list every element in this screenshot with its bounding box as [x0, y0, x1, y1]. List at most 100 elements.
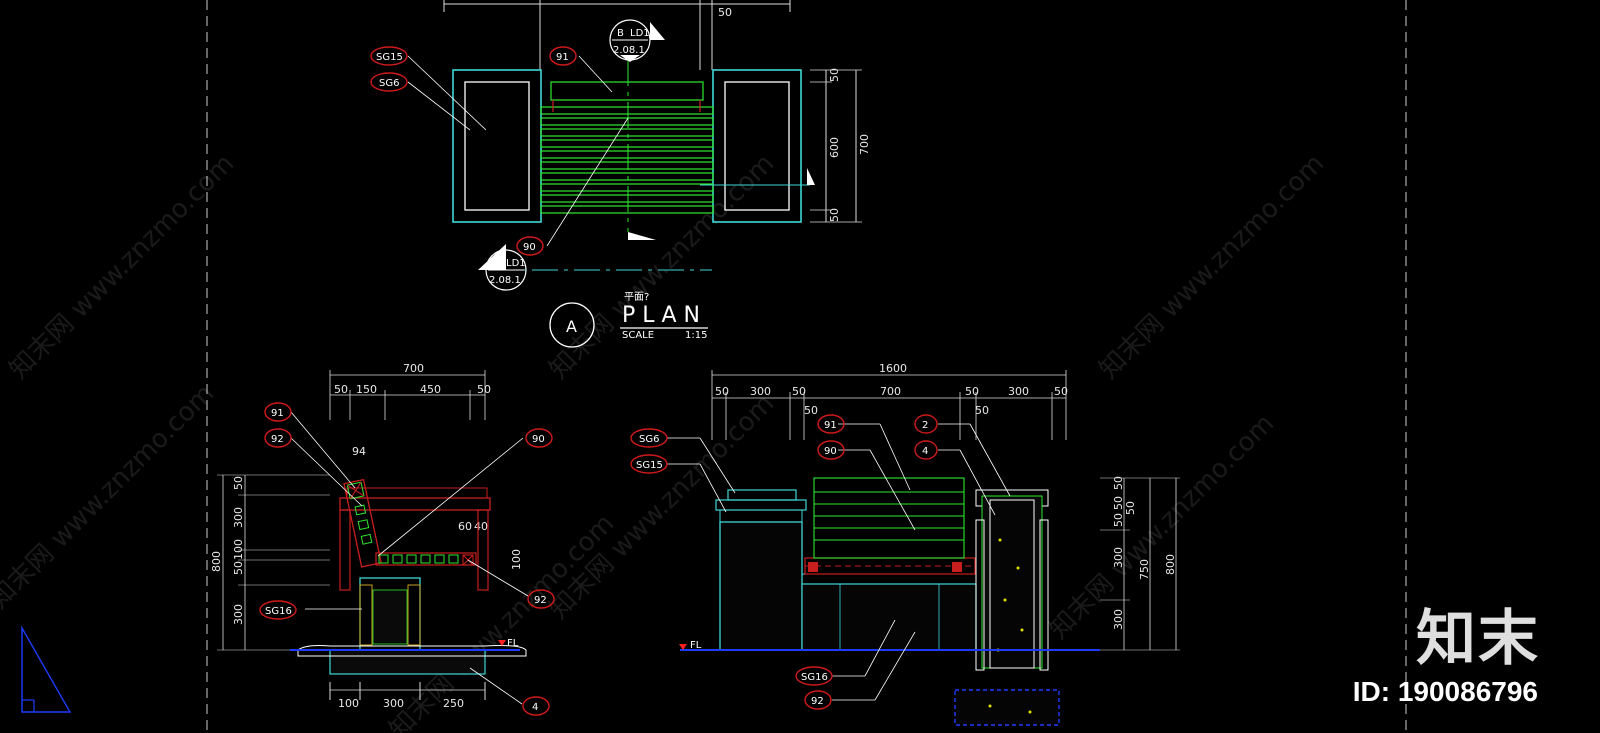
plan-detail-letter: A [566, 317, 577, 336]
svg-text:92: 92 [811, 696, 824, 707]
svg-text:SG16: SG16 [801, 672, 828, 683]
plan-view: 50 [370, 0, 871, 348]
front-tag-sg6: SG6 [630, 428, 668, 448]
front-tag-4: 4 [914, 440, 938, 460]
side-floor-label: FL [507, 638, 519, 649]
plan-bench-slats [540, 81, 714, 214]
svg-text:4: 4 [922, 446, 928, 457]
plan-tag-sg6: SG6 [370, 72, 408, 92]
side-tag-92a: 92 [264, 428, 292, 448]
side-dim-bottom-250: 250 [443, 697, 464, 710]
front-floor-label: FL [690, 640, 702, 651]
front-dim-50a: 50 [715, 385, 729, 398]
front-dim-right-800: 800 [1164, 554, 1177, 575]
svg-text:SG6: SG6 [379, 78, 399, 89]
side-dim-bottom-300: 300 [383, 697, 404, 710]
svg-text:91: 91 [271, 408, 284, 419]
front-dim-300b: 300 [1008, 385, 1029, 398]
front-dim-right-50c: 50 [1112, 513, 1125, 527]
plan-scale-value: 1:15 [685, 330, 707, 341]
svg-text:90: 90 [523, 242, 536, 253]
side-section-view: 700 50 150 450 50 94 60 40 100 50 300 50… [210, 362, 555, 716]
front-dim-50e: 50 [975, 404, 989, 417]
plan-section-marker-c: C LD1 2.08.1 [478, 244, 527, 291]
side-dim-left-300a: 300 [232, 507, 245, 528]
side-tag-90: 90 [525, 428, 553, 448]
svg-text:SG15: SG15 [636, 460, 663, 471]
plan-section-b-sheet: LD1 [630, 28, 650, 39]
front-dim-right-50d: 50 [1124, 501, 1137, 515]
side-dim-50b: 50 [477, 383, 491, 396]
side-tag-91: 91 [264, 402, 292, 422]
front-dim-50b: 50 [792, 385, 806, 398]
front-dim-50f: 50 [1054, 385, 1068, 398]
plan-title-cn: 平面? [624, 292, 649, 303]
plan-section-c-ref: 2.08.1 [489, 275, 521, 286]
side-dim-left-300b: 300 [232, 604, 245, 625]
front-dim-50c: 50 [804, 404, 818, 417]
side-dim-150: 150 [356, 383, 377, 396]
svg-text:SG16: SG16 [265, 606, 292, 617]
side-dim-left-800: 800 [210, 551, 223, 572]
plan-tag-sg15: SG15 [370, 46, 408, 66]
front-base-wall [801, 583, 977, 651]
svg-text:90: 90 [824, 446, 837, 457]
front-dim-right-50a: 50 [1112, 476, 1125, 490]
side-dim-left-50a: 50 [232, 476, 245, 490]
front-backrest-slats [813, 477, 965, 559]
side-dim-40: 40 [474, 520, 488, 533]
side-backrest [343, 478, 382, 568]
side-dim-60: 60 [458, 520, 472, 533]
side-dim-94: 94 [352, 445, 366, 458]
plan-section-c-letter: C [493, 258, 500, 269]
svg-text:91: 91 [556, 52, 569, 63]
front-tag-91: 91 [817, 414, 845, 434]
plan-section-c-sheet: LD1 [506, 258, 526, 269]
brand-logo: 知末 [1416, 604, 1540, 674]
front-dim-700: 700 [880, 385, 901, 398]
front-dim-300a: 300 [750, 385, 771, 398]
front-elevation-view: 1600 50 300 50 50 700 50 50 300 50 [630, 362, 1180, 726]
side-dim-bottom-100: 100 [338, 697, 359, 710]
side-dim-450: 450 [420, 383, 441, 396]
brand-id: ID: 190086796 [1352, 676, 1538, 707]
side-dim-left-100: 100 [232, 539, 245, 560]
side-tag-92b: 92 [527, 589, 555, 609]
plan-dim-top-50: 50 [718, 6, 732, 19]
side-leg-left [359, 584, 373, 646]
side-tag-4: 4 [522, 696, 550, 716]
plan-scale-label: SCALE [622, 330, 654, 341]
plan-section-marker-b: B LD1 2.08.1 [609, 19, 665, 62]
front-dim-right-750: 750 [1138, 559, 1151, 580]
plan-dim-right-700: 700 [858, 134, 871, 155]
svg-text:92: 92 [534, 595, 547, 606]
svg-text:4: 4 [532, 702, 538, 713]
plan-right-planter-inner [724, 81, 790, 211]
plan-title: P L A N [622, 303, 700, 328]
side-dim-left-50b: 50 [232, 561, 245, 575]
front-dim-right-300b: 300 [1112, 609, 1125, 630]
side-dim-100: 100 [510, 549, 523, 570]
front-dim-50d: 50 [965, 385, 979, 398]
svg-text:91: 91 [824, 420, 837, 431]
side-tag-sg16: SG16 [259, 600, 297, 620]
front-tag-90: 90 [817, 440, 845, 460]
svg-text:2: 2 [922, 420, 928, 431]
front-tag-92: 92 [804, 690, 832, 710]
plan-dim-right-50a: 50 [828, 68, 841, 82]
plan-section-arrow-b [628, 232, 656, 240]
front-left-planter [719, 521, 803, 651]
front-dim-right-300a: 300 [1112, 547, 1125, 568]
svg-text:SG15: SG15 [376, 52, 403, 63]
front-tag-sg15: SG15 [630, 454, 668, 474]
plan-section-b-letter: B [617, 28, 624, 39]
front-tag-2: 2 [914, 414, 938, 434]
svg-text:90: 90 [532, 434, 545, 445]
front-tag-sg16: SG16 [795, 666, 833, 686]
plan-section-b-ref: 2.08.1 [613, 45, 645, 56]
side-dim-700: 700 [403, 362, 424, 375]
front-dim-right-50b: 50 [1112, 496, 1125, 510]
front-right-planter-section [954, 489, 1060, 726]
plan-left-planter-inner [464, 81, 530, 211]
